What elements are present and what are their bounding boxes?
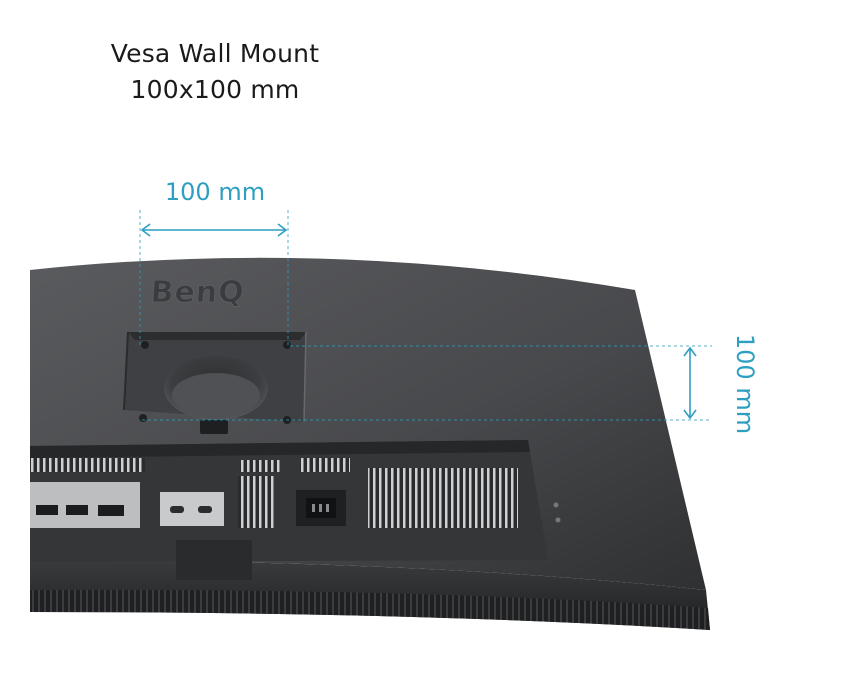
usb-c-port-icon [170,506,184,513]
vertical-dimension-label: 100 mm [731,333,759,435]
horizontal-dimension-label: 100 mm [164,178,266,206]
vesa-mount-plate [123,331,307,434]
screw-hole-icon [283,341,291,349]
headline-title: Vesa Wall Mount [110,39,320,68]
dimension-guides [139,210,712,421]
headline: Vesa Wall Mount 100x100 mm [100,36,330,108]
hdmi-port-icon [66,505,88,515]
screw-hole-icon [141,341,149,349]
displayport-icon [98,505,124,516]
screw-hole-icon [139,414,147,422]
io-port-bay [30,440,561,580]
headline-subtitle: 100x100 mm [130,75,300,104]
benq-logo: BenQ [149,275,246,311]
svg-text:BenQ: BenQ [149,275,245,310]
usb-c-port-icon [198,506,212,513]
hdmi-port-icon [36,505,58,515]
